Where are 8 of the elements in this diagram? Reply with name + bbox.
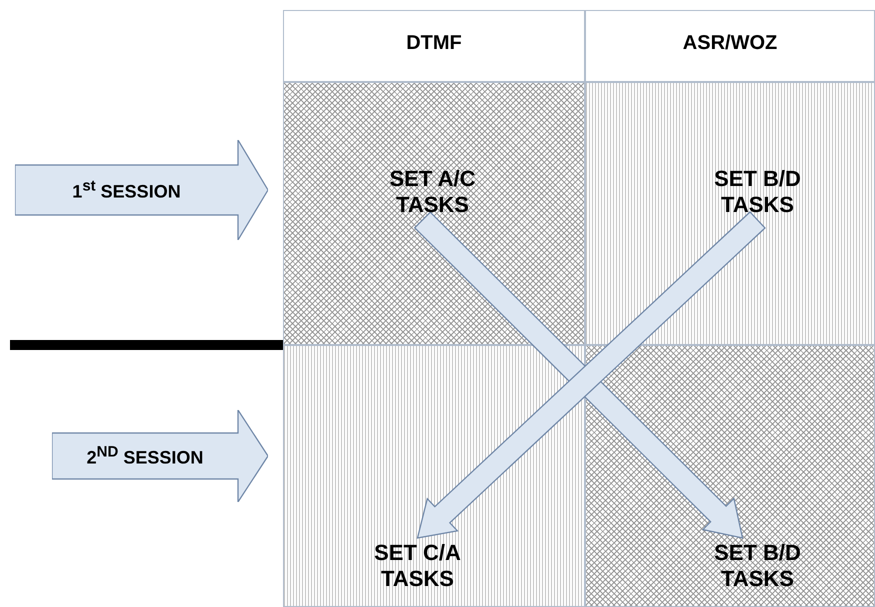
task-set-label: SET A/C TASKS bbox=[375, 166, 490, 218]
task-set-label: SET C/A TASKS bbox=[355, 540, 480, 592]
task-set-label: SET B/D TASKS bbox=[695, 166, 820, 218]
session-label: 2$^{ND}$ SESSION bbox=[86, 444, 204, 468]
task-set-label: SET B/D TASKS bbox=[695, 540, 820, 592]
column-header: ASR/WOZ bbox=[682, 32, 778, 55]
session-label: 1$^{st}$ SESSION bbox=[72, 178, 181, 202]
column-header: DTMF bbox=[406, 32, 462, 55]
